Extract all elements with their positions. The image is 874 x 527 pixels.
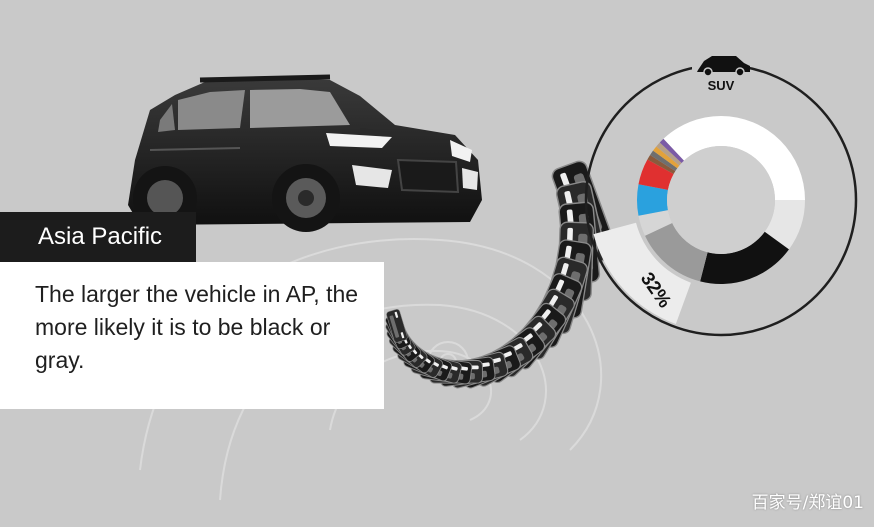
donut-segment-2 (764, 200, 805, 250)
region-tag: Asia Pacific (0, 212, 196, 262)
region-title: Asia Pacific (38, 223, 163, 250)
donut-chart: 32% (584, 63, 858, 337)
caption-text: The larger the vehicle in AP, the more l… (35, 281, 359, 373)
watermark: 百家号/郑谊01 (751, 493, 864, 513)
donut-segment-11 (656, 142, 682, 166)
segment-header: SUV (692, 55, 750, 95)
donut-segment-8 (647, 154, 676, 174)
vehicle-type-label: SUV (708, 78, 735, 93)
donut-segment-10 (653, 146, 680, 169)
donut-segments (593, 116, 805, 325)
caption-card: The larger the vehicle in AP, the more l… (0, 262, 384, 409)
donut-segment-1 (721, 116, 805, 200)
donut-segment-9 (650, 150, 678, 172)
highlight-wedge (593, 222, 691, 325)
donut-segment-5 (638, 210, 673, 236)
donut-segment-4 (644, 222, 708, 282)
donut-segment-12 (659, 138, 685, 164)
trail-vehicle (386, 309, 408, 343)
donut-segment-3 (700, 231, 789, 284)
suv-illustration (128, 74, 482, 232)
donut-segment-7 (638, 159, 674, 190)
donut-segment-6 (636, 184, 668, 216)
donut-hole (667, 146, 775, 254)
suv-icon (697, 56, 750, 77)
donut-segment-13 (663, 116, 721, 161)
